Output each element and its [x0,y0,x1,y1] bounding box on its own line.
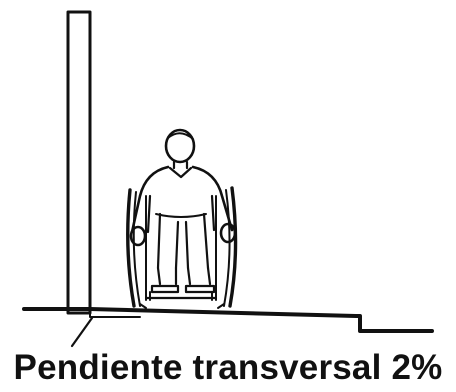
ground-detail [89,310,141,318]
cross-slope-caption: Pendiente transversal 2% [13,348,443,387]
sloped-ground-line [22,307,434,333]
wheelchair-user-icon [126,128,238,309]
wall-post [66,10,92,315]
caption-leader-line [70,316,94,348]
